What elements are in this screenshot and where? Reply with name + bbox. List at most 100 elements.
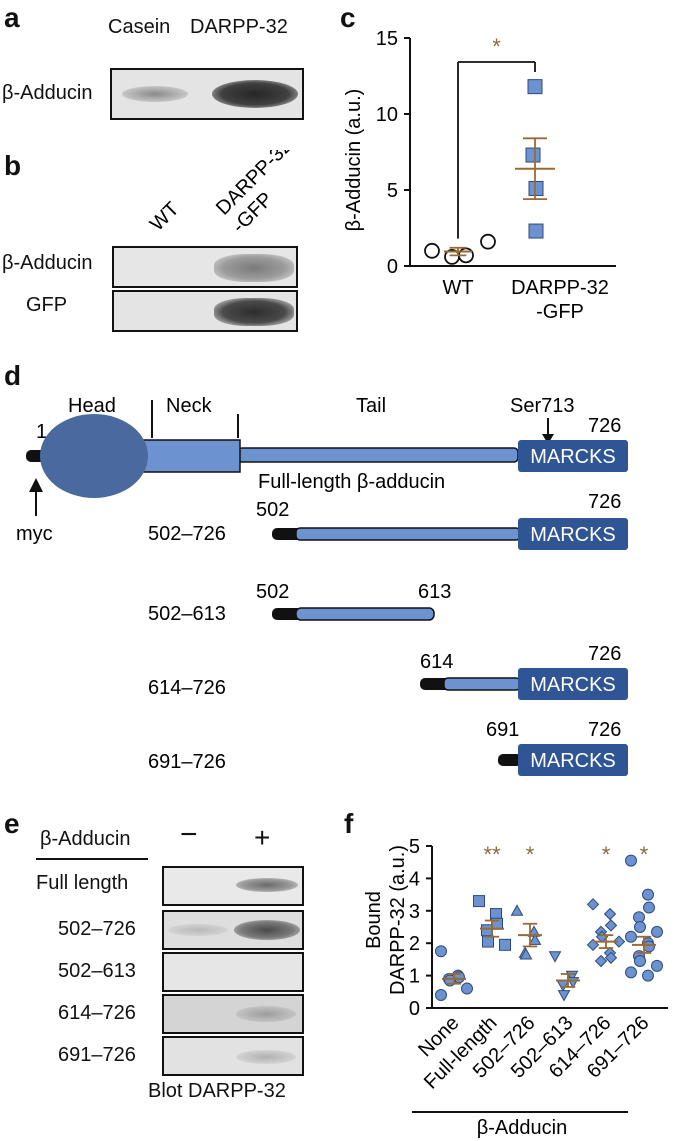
construct-502-726-end: 726	[588, 491, 621, 513]
blot-e-plus: +	[254, 822, 271, 853]
blot-b-row-gfp: GFP	[26, 294, 68, 316]
construct-502-726-tail	[295, 527, 521, 541]
construct-691-726-tag	[498, 754, 522, 766]
blot-a-column-casein: Casein	[108, 16, 171, 38]
blot-e-strip-2	[162, 952, 304, 992]
chart-f-point-2-2	[528, 933, 542, 945]
marcks-label-full: MARCKS	[530, 446, 616, 468]
chart-f-point-5-6	[625, 930, 637, 943]
construct-502-613-end: 613	[418, 581, 451, 603]
chart-c-point-1-0	[527, 79, 543, 95]
panel-letter-b: b	[4, 150, 22, 181]
chart-f-point-5-0	[625, 854, 637, 867]
chart-f-significance-1: **	[483, 842, 501, 867]
chart-f-point-3-4	[557, 990, 571, 1002]
construct-691-726-marcks-label: MARCKS	[530, 750, 616, 772]
neck-bar	[129, 439, 241, 473]
panel-letter-f: f	[344, 808, 354, 839]
residue-one-label: 1	[36, 421, 47, 443]
myc-label: myc	[16, 523, 53, 545]
band-casein	[122, 86, 188, 102]
band-b-gfp	[214, 298, 294, 326]
blot-e-strip-4	[162, 1036, 304, 1076]
construct-502-726-name: 502–726	[148, 523, 226, 545]
panel-letter-e: e	[4, 808, 20, 839]
blot-e-footer-label: Blot DARPP-32	[148, 1080, 286, 1102]
chart-f-group-label: β-Adducin	[477, 1117, 567, 1138]
chart-f-point-5-4	[634, 921, 646, 933]
chart-f-point-5-8	[643, 940, 655, 953]
band-e-502-726-plus	[234, 920, 300, 940]
chart-f-point-1-3	[481, 924, 493, 937]
blot-a-image	[110, 68, 304, 120]
construct-691-726-start: 691	[486, 719, 519, 741]
band-e-614-726-plus	[236, 1006, 296, 1022]
chart-f-point-0-6	[435, 989, 447, 1002]
blot-a-row-label: β-Adducin	[2, 82, 93, 104]
full-length-label: Full-length β-adducin	[258, 471, 445, 493]
chart-f-point-4-1	[603, 907, 617, 921]
blot-e-minus: −	[180, 818, 198, 851]
ser713-arrow-head	[542, 434, 554, 444]
full-end-726: 726	[588, 415, 621, 437]
ser713-label: Ser713	[510, 395, 575, 417]
chart-f-point-2-0	[510, 904, 524, 916]
chart-f-point-5-1	[642, 888, 654, 901]
chart-f-point-4-0	[586, 898, 600, 911]
construct-691-726-marcks	[518, 744, 628, 776]
panel-letter-d: d	[4, 360, 22, 391]
blot-e-header-label: β-Adducin	[40, 828, 131, 850]
chart-f-point-3-3	[556, 980, 570, 992]
chart-c-point-1-2	[528, 180, 544, 196]
chart-f-point-5-2	[643, 901, 655, 914]
construct-614-726-end: 726	[588, 643, 621, 665]
chart-f-ytick-label-5: 5	[409, 836, 420, 858]
blot-b-row-adducin: β-Adducin	[2, 252, 93, 274]
domain-label-neck: Neck	[166, 395, 213, 417]
chart-f-significance-5: *	[640, 842, 649, 867]
blot-e-row-3: 614–726	[58, 1002, 136, 1024]
panel-letter-a: a	[4, 2, 20, 33]
construct-614-726-start: 614	[420, 651, 453, 673]
chart-f-ytick-label-0: 0	[409, 998, 420, 1020]
chart-c-ytick-label-10: 10	[376, 104, 398, 126]
chart-f-point-5-12	[625, 966, 637, 979]
chart-c-point-0-3	[480, 233, 496, 250]
blot-e-row-2: 502–613	[58, 960, 136, 982]
construct-502-726-tag	[272, 528, 302, 540]
blot-e-row-0: Full length	[36, 872, 129, 894]
chart-c-significance: *	[492, 34, 501, 59]
chart-f-point-1-0	[473, 895, 485, 908]
chart-c-point-1-3	[528, 223, 544, 239]
marcks-domain-full	[518, 440, 628, 472]
chart-f-point-4-9	[594, 954, 608, 968]
head-domain	[40, 414, 148, 498]
chart-f-point-4-2	[604, 919, 618, 932]
chart-f-ylabel-line1: Bound	[363, 891, 385, 949]
chart-c-xlabel-gfp: -GFP	[536, 301, 584, 323]
construct-502-726-start: 502	[256, 499, 289, 521]
construct-502-613-name: 502–613	[148, 603, 226, 625]
construct-614-726-name: 614–726	[148, 677, 226, 699]
chart-f-ytick-label-1: 1	[409, 966, 420, 988]
chart-f-significance-2: *	[526, 842, 535, 867]
chart-f-ytick-label-2: 2	[409, 933, 420, 955]
blot-e-strip-0	[162, 866, 304, 906]
construct-614-726-tag	[420, 678, 450, 690]
construct-502-613-tail	[295, 607, 435, 621]
band-e-691-726-plus	[236, 1050, 296, 1064]
chart-f-point-5-11	[651, 959, 663, 972]
chart-f-point-5-5	[651, 925, 663, 938]
blot-b-column-labels: WT DARPP-32 -GFP	[146, 150, 297, 238]
blot-a-column-darpp32: DARPP-32	[190, 16, 288, 38]
domain-diagram: Head Neck Tail Ser713 726 1 MARCKS myc F…	[16, 395, 628, 776]
chart-f-point-0-5	[461, 982, 473, 995]
construct-614-726-marcks-label: MARCKS	[530, 674, 616, 696]
chart-f-ylabel-line2: DARPP-32 (a.u.)	[387, 845, 409, 995]
chart-c-point-1-1	[525, 147, 541, 163]
construct-614-726-marcks	[518, 668, 628, 700]
band-e-502-726-minus	[168, 924, 228, 936]
blot-b-column-wt: WT	[146, 198, 184, 236]
band-darpp32	[212, 80, 298, 108]
